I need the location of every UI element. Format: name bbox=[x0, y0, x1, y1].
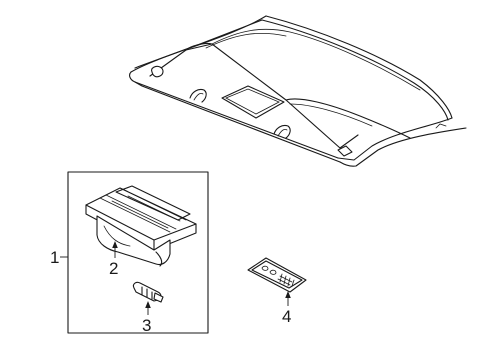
assembly-callout-box bbox=[67, 171, 209, 334]
bulb-icon bbox=[132, 281, 164, 303]
callout-label-2: 2 bbox=[109, 259, 118, 278]
lamp-housing-icon bbox=[85, 185, 197, 267]
callout-4: 4 bbox=[282, 291, 291, 326]
roof-headliner-icon bbox=[129, 15, 467, 167]
callout-label-1: 1 bbox=[50, 248, 59, 267]
callout-label-4: 4 bbox=[282, 307, 291, 326]
callout-2: 2 bbox=[109, 241, 118, 278]
callout-label-3: 3 bbox=[142, 316, 151, 335]
lens-plate-icon bbox=[247, 257, 307, 293]
callout-3: 3 bbox=[142, 301, 151, 335]
callout-1: 1 bbox=[50, 248, 68, 267]
